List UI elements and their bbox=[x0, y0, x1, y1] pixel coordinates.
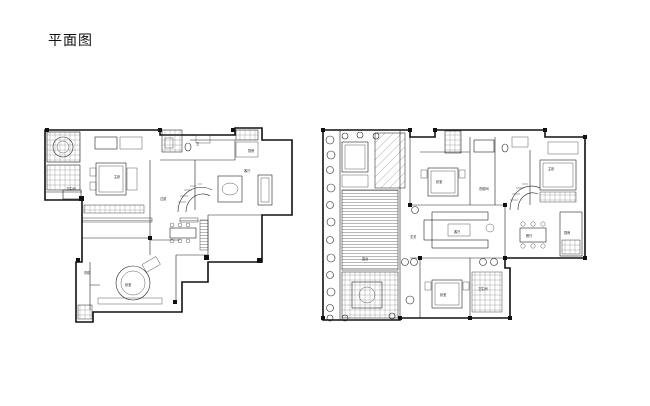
room-label: 卫生间 bbox=[478, 286, 488, 291]
room-label: 主卧 bbox=[548, 166, 555, 171]
room-label: 卫 bbox=[196, 142, 200, 146]
room-label: 厨房 bbox=[564, 230, 570, 235]
page-title: 平面图 bbox=[48, 33, 93, 49]
room-label: 衣帽 bbox=[84, 270, 90, 275]
room-label: 卧室 bbox=[436, 179, 442, 184]
right-floor-plan: 卧室 衣帽间 主卧 客厅 餐厅 厨房 卧室 玄关 露台 卫生间 bbox=[321, 128, 587, 322]
room-label: 厨房 bbox=[248, 148, 254, 153]
left-floor-plan: 主卧 卫 厨房 客厅 过道 卧室 衣帽 卫生间 bbox=[44, 127, 293, 323]
room-label: 客厅 bbox=[244, 168, 251, 173]
room-label: 露台 bbox=[362, 256, 368, 261]
room-label: 玄关 bbox=[410, 234, 417, 239]
room-label: 卧室 bbox=[125, 282, 131, 287]
room-label: 卧室 bbox=[440, 292, 446, 297]
room-label: 过道 bbox=[160, 196, 167, 201]
room-label: 餐厅 bbox=[526, 233, 533, 238]
room-label: 主卧 bbox=[114, 174, 121, 179]
room-label: 客厅 bbox=[454, 229, 461, 234]
room-label: 衣帽间 bbox=[479, 186, 489, 191]
room-label: 卫生间 bbox=[66, 186, 76, 191]
